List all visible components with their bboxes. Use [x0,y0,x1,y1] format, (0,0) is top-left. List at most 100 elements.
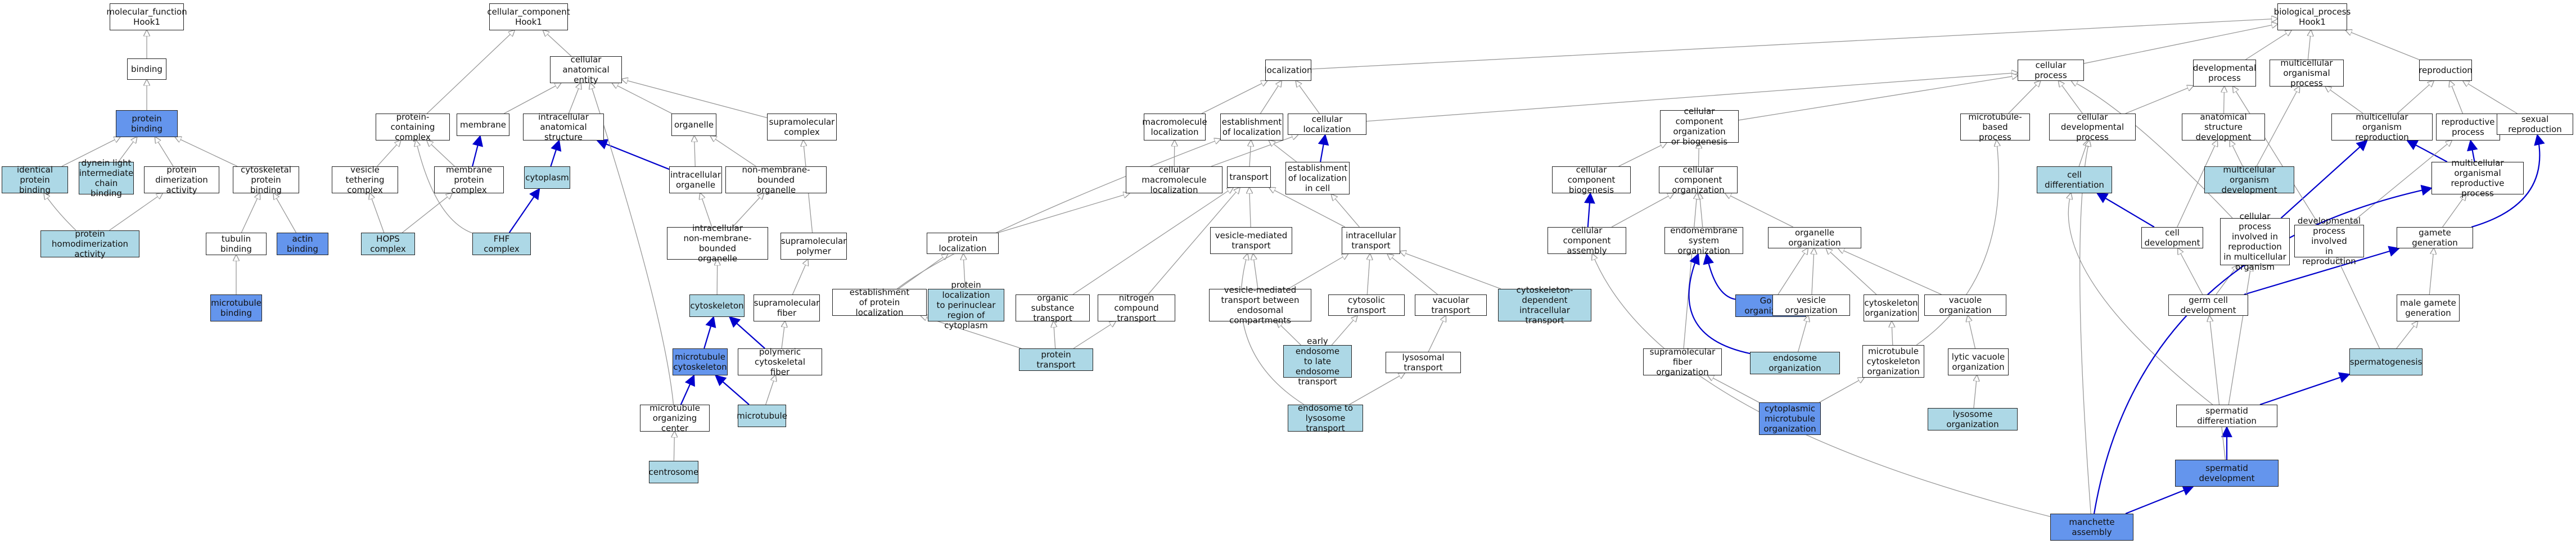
node-establishment-localization[interactable]: establishment of localization [1220,114,1283,140]
node-gamete-generation[interactable]: gamete generation [2397,227,2473,248]
node-tubulin-binding[interactable]: tubulin binding [206,233,267,255]
edge-cell_development-to-anat_structure_dev [2177,140,2217,228]
node-intracellular-organelle[interactable]: intracellular organelle [669,166,722,193]
node-reproduction[interactable]: reproduction [2419,60,2473,81]
node-intra-non-membrane-organelle[interactable]: intracellular non-membrane-bounded organ… [667,223,768,264]
node-reproductive-process[interactable]: reproductive process [2436,114,2500,140]
node-establishment-protein-loc[interactable]: establishment of protein localization [832,287,927,318]
node-mtoc[interactable]: microtubule organizing center [640,403,710,433]
edge-membrane_protein_complex-to-protein_complex [427,140,455,167]
node-cp-in-reproduction[interactable]: cellular process involved in reproductio… [2220,211,2290,272]
edge-dynein_binding-to-protein_binding [118,137,137,162]
node-protein-binding[interactable]: protein binding [116,110,178,137]
node-early-to-late-endosome[interactable]: early endosome to late endosome transpor… [1283,336,1352,387]
node-mc-org-reproduction[interactable]: multicellular organism reproduction [2331,112,2433,142]
node-vesicle-mediated-transport[interactable]: vesicle-mediated transport [1210,227,1292,254]
node-manchette-assembly[interactable]: manchette assembly [2050,514,2133,541]
node-organelle-org[interactable]: organelle organization [1768,227,1861,248]
node-organelle[interactable]: organelle [671,114,716,136]
node-anat-structure-dev[interactable]: anatomical structure development [2182,112,2265,142]
node-centrosome[interactable]: centrosome [649,461,698,483]
node-mc-org-reproductive-process[interactable]: multicellular organismal reproductive pr… [2431,158,2524,198]
node-intracellular-anat[interactable]: intracellular anatomical structure [523,112,604,142]
node-cytoskeleton[interactable]: cytoskeleton [689,294,745,317]
node-membrane-protein-complex[interactable]: membrane protein complex [434,165,504,195]
node-vacuolar-transport[interactable]: vacuolar transport [1415,294,1487,316]
node-supramolecular-fiber-org[interactable]: supramolecular fiber organization [1643,347,1722,377]
node-cc-org-biogenesis[interactable]: cellular component organization or bioge… [1660,106,1739,147]
node-germ-cell-development[interactable]: germ cell development [2168,294,2248,316]
node-localization[interactable]: localization [1265,60,1312,81]
node-polymeric-cyto-fiber[interactable]: polymeric cytoskeletal fiber [738,347,822,377]
node-cytoplasmic-mt-org[interactable]: cytoplasmic microtubule organization [1759,402,1821,435]
node-protein-complex[interactable]: protein-containing complex [376,112,450,142]
node-cell-differentiation[interactable]: cell differentiation [2037,166,2112,193]
node-dev-in-reproduction[interactable]: developmental process involved in reprod… [2294,216,2364,266]
node-cytoskeleton-dependent-transport[interactable]: cytoskeleton-dependent intracellular tra… [1498,285,1591,325]
node-macromolecule-localization[interactable]: macromolecule localization [1142,114,1207,140]
node-vacuole-org[interactable]: vacuole organization [1924,294,2006,316]
node-binding[interactable]: binding [127,58,166,80]
node-mt-based-process[interactable]: microtubule-based process [1960,112,2030,142]
node-organic-substance-transport[interactable]: organic substance transport [1016,293,1090,323]
node-dynein-binding[interactable]: dynein light intermediate chain binding [79,158,134,198]
node-mf-root[interactable]: molecular_function Hook1 [106,3,187,30]
node-cellular-dev-process[interactable]: cellular developmental process [2049,112,2136,142]
node-spermatid-development[interactable]: spermatid development [2175,460,2279,487]
node-bp-root[interactable]: biological_process Hook1 [2274,3,2351,30]
node-lysosome-org[interactable]: lysosome organization [1928,408,2018,430]
node-lysosomal-transport[interactable]: lysosomal transport [1386,352,1461,373]
node-intracellular-transport[interactable]: intracellular transport [1342,227,1400,254]
node-cytoplasm[interactable]: cytoplasm [524,166,570,189]
node-endomembrane-org[interactable]: endomembrane system organization [1664,225,1743,256]
node-actin-binding[interactable]: actin binding [277,233,328,255]
node-cc-assembly[interactable]: cellular component assembly [1548,225,1626,256]
node-protein-loc-perinuclear[interactable]: protein localization to perinuclear regi… [928,280,1004,330]
node-cell-development[interactable]: cell development [2141,227,2203,248]
node-male-gamete-generation[interactable]: male gamete generation [2397,294,2460,321]
node-supramolecular-complex[interactable]: supramolecular complex [767,114,837,140]
node-microtubule-binding[interactable]: microtubule binding [210,294,262,321]
node-homodimerization[interactable]: protein homodimerization activity [40,229,139,259]
node-nitrogen-compound-transport[interactable]: nitrogen compound transport [1098,293,1175,323]
node-cytosolic-transport[interactable]: cytosolic transport [1328,294,1405,316]
node-cytoskeleton-org[interactable]: cytoskeleton organization [1864,294,1919,321]
node-mt-cytoskeleton[interactable]: microtubule cytoskeleton [673,348,728,375]
node-microtubule[interactable]: microtubule [737,405,787,427]
node-establishment-loc-in-cell[interactable]: establishment of localization in cell [1285,162,1350,194]
node-mt-cytoskeleton-org[interactable]: microtubule cytoskeleton organization [1862,345,1924,378]
node-vesicle-tethering[interactable]: vesicle tethering complex [332,165,398,195]
node-sexual-reproduction[interactable]: sexual reproduction [2497,114,2573,135]
node-protein-transport[interactable]: protein transport [1019,348,1093,371]
node-non-membrane-organelle[interactable]: non-membrane-bounded organelle [725,165,827,195]
node-mc-organism-development[interactable]: multicellular organism development [2204,165,2294,195]
node-cellular-macromolecule-loc[interactable]: cellular macromolecule localization [1126,165,1222,195]
node-membrane[interactable]: membrane [457,114,509,136]
edge-cellular_dev_process-to-developmental_process [2125,86,2193,114]
node-cytoskeletal-binding[interactable]: cytoskeletal protein binding [233,165,299,195]
node-protein-localization[interactable]: protein localization [927,233,999,254]
node-supramolecular-polymer[interactable]: supramolecular polymer [781,233,847,260]
node-cellular-process[interactable]: cellular process [2018,60,2084,81]
node-cc-organization[interactable]: cellular component organization [1659,165,1738,195]
node-cell-anat-entity[interactable]: cellular anatomical entity [550,55,622,85]
node-lytic-vacuole-org[interactable]: lytic vacuole organization [1948,348,2009,375]
node-multicellular-process[interactable]: multicellular organismal process [2270,58,2344,88]
edge-organic_substance_transport-to-transport [1072,188,1233,295]
node-spermatogenesis[interactable]: spermatogenesis [2349,348,2422,375]
node-protein-dimerization[interactable]: protein dimerization activity [144,165,219,195]
node-fhf[interactable]: FHF complex [472,233,531,255]
node-endosome-to-lysosome[interactable]: endosome to lysosome transport [1288,403,1363,433]
node-vesicle-org[interactable]: vesicle organization [1772,294,1850,316]
node-hops[interactable]: HOPS complex [361,233,415,255]
node-cc-biogenesis[interactable]: cellular component biogenesis [1552,165,1631,195]
node-cellular-localization[interactable]: cellular localization [1288,114,1366,135]
node-supramolecular-fiber[interactable]: supramolecular fiber [754,294,820,321]
node-spermatid-differentiation[interactable]: spermatid differentiation [2176,405,2277,427]
node-endosome-org[interactable]: endosome organization [1750,352,1840,374]
node-transport[interactable]: transport [1227,166,1271,188]
node-identical-protein-binding[interactable]: identical protein binding [2,165,68,195]
node-cc-root[interactable]: cellular_component Hook1 [487,3,570,30]
node-vesicle-between-endosomal[interactable]: vesicle-mediated transport between endos… [1209,285,1311,325]
node-developmental-process[interactable]: developmental process [2193,60,2256,87]
